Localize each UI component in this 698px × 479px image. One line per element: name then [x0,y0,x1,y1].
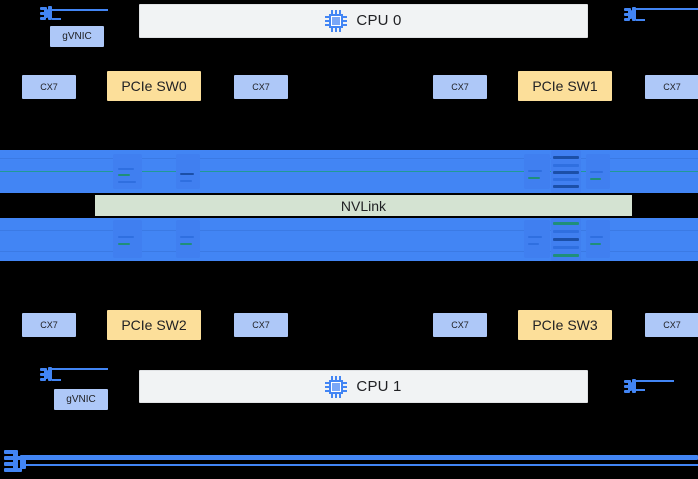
gvnic-label: gVNIC [66,393,96,405]
pcie-switch-label: PCIe SW3 [532,316,598,333]
cpu-label-1: CPU 1 [356,377,402,395]
cpu-bar-0[interactable]: CPU 0 [139,4,588,38]
cx7-box-4[interactable]: CX7 [22,313,76,337]
bottom-network-link-underline [24,464,698,466]
pcie-switch-2[interactable]: PCIe SW2 [107,310,201,340]
nic-icon-bottom-left [40,366,108,382]
cx7-box-3[interactable]: CX7 [645,75,698,99]
nvlink-box[interactable]: NVLink [94,194,633,217]
cx7-label: CX7 [451,81,469,92]
cx7-label: CX7 [252,319,270,330]
cx7-label: CX7 [451,319,469,330]
pcie-switch-label: PCIe SW2 [121,316,187,333]
nvlink-label: NVLink [340,197,387,214]
cx7-label: CX7 [252,81,270,92]
pcie-switch-1[interactable]: PCIe SW1 [518,71,612,101]
cx7-box-0[interactable]: CX7 [22,75,76,99]
cx7-label: CX7 [40,81,58,92]
cpu-bar-1[interactable]: CPU 1 [139,370,588,403]
pcie-switch-label: PCIe SW1 [532,77,598,94]
cx7-box-1[interactable]: CX7 [234,75,288,99]
pcie-switch-label: PCIe SW0 [121,77,187,94]
cpu-chip-icon [325,10,348,32]
nic-icon-top-right [624,6,698,22]
gpu-band-upper [0,150,698,193]
gvnic-box-0[interactable]: gVNIC [50,26,104,47]
cx7-label: CX7 [663,319,681,330]
cx7-box-7[interactable]: CX7 [645,313,698,337]
cx7-box-6[interactable]: CX7 [433,313,487,337]
bottom-network-link [24,455,698,460]
cx7-box-2[interactable]: CX7 [433,75,487,99]
cpu-label-0: CPU 0 [356,12,402,30]
gpu-band-lower [0,218,698,261]
gvnic-label: gVNIC [62,30,92,42]
cx7-label: CX7 [663,81,681,92]
cx7-label: CX7 [40,319,58,330]
nic-icon-bottom-right [624,378,692,394]
pcie-switch-0[interactable]: PCIe SW0 [107,71,201,101]
nic-icon-top-left [40,5,108,21]
pcie-switch-3[interactable]: PCIe SW3 [518,310,612,340]
network-stack-icon [4,450,34,476]
cpu-chip-icon [325,375,348,398]
cx7-box-5[interactable]: CX7 [234,313,288,337]
gvnic-box-1[interactable]: gVNIC [54,389,108,410]
